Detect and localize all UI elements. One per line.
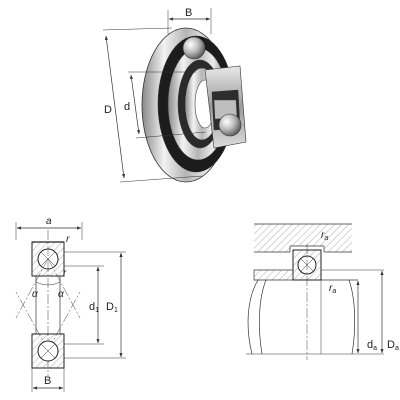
iso-outer-diameter-dimension: D: [102, 27, 203, 183]
mounting-housing-diameter-dimension: Da: [380, 270, 399, 354]
mounting-shaft-diameter-dimension: da: [356, 280, 377, 354]
mounting-housing: [254, 223, 352, 253]
bearing-ball-top: [182, 36, 206, 60]
iso-width-label: B: [185, 7, 192, 19]
bearing-ball-front: [218, 113, 242, 137]
section-view: a r r α α: [15, 216, 126, 392]
section-radius-top-label: r: [66, 234, 70, 245]
isometric-bearing-view: B D d: [102, 7, 247, 183]
mounting-housing-diameter-label: Da: [387, 339, 399, 352]
section-bottom-ring: [31, 333, 65, 369]
mounting-view: ra ra da Da: [246, 223, 399, 360]
mounting-shaft-diameter-label: da: [367, 339, 377, 352]
section-angle-left-label: α: [32, 289, 38, 300]
section-width-a-dimension: a: [15, 216, 83, 240]
section-pitch-diameter-label: d1: [89, 301, 99, 314]
section-outer-ring-diameter-dimension: D1: [64, 251, 126, 359]
iso-width-dimension: B: [167, 7, 212, 34]
mounting-shaft-shoulder: [253, 269, 384, 281]
iso-bore-dimension: d: [124, 71, 207, 139]
section-pitch-diameter-dimension: d1: [64, 265, 104, 345]
section-radius-mid-label: r: [63, 268, 67, 279]
mounting-shaft: [246, 244, 384, 360]
mounting-radius-top-label: ra: [321, 230, 328, 242]
section-width-b-dimension: B: [31, 368, 65, 392]
iso-outer-diameter-label: D: [104, 104, 112, 116]
section-width-b-label: B: [44, 375, 51, 387]
section-outer-ring-diameter-label: D1: [106, 301, 118, 314]
section-angle-right-label: α: [58, 289, 64, 300]
iso-bore-label: d: [124, 101, 130, 113]
section-width-a-label: a: [46, 216, 52, 227]
mounting-radius-bottom-label: ra: [329, 283, 336, 295]
